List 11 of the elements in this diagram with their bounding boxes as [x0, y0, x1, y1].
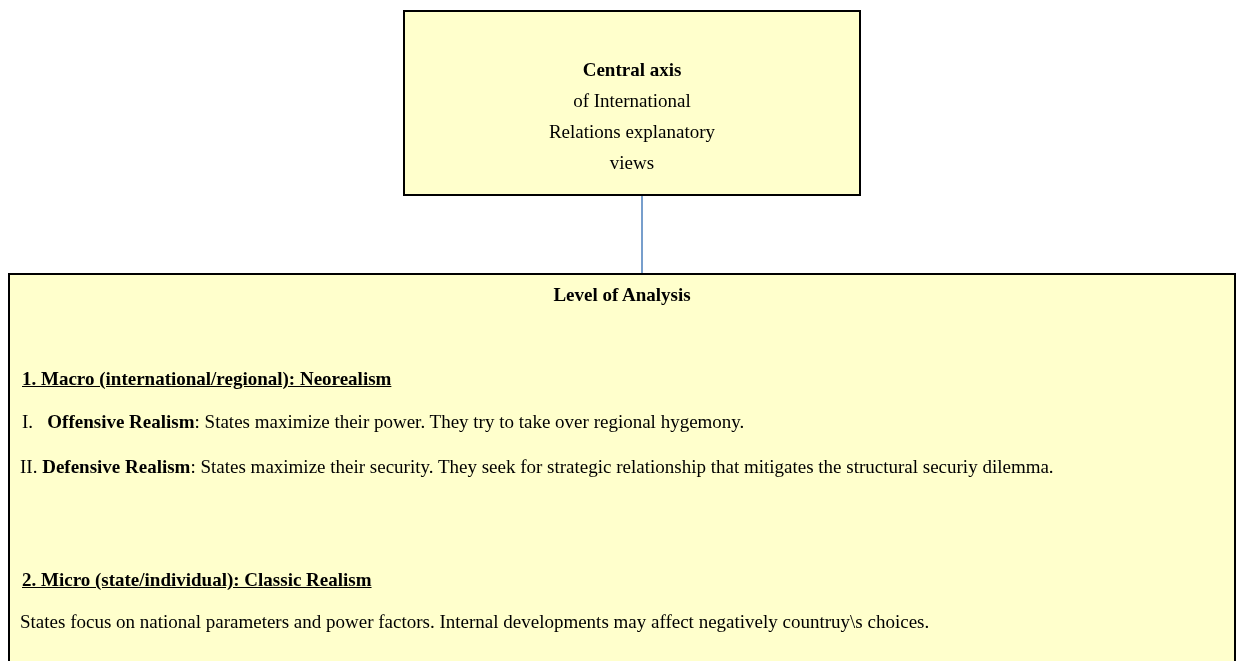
connector-line [641, 195, 643, 274]
text-box [8, 273, 1236, 661]
node-heading: Central axis [581, 58, 683, 82]
section-heading: Level of Analysis [552, 283, 692, 307]
paragraph-text: I. Offensive Realism: States maximize their power. They try to take over regional hygemony. [22, 410, 746, 434]
paragraph-text: II. Defensive Realism: States maximize their security. They seek for strategic relationship that mitigates the structural securiy dilemma. [19, 455, 1055, 479]
text-box [403, 10, 861, 196]
paragraph-text: States focus on national parameters and power factors. Internal developments may affect negatively countruy\s choices. [19, 610, 931, 634]
subsection-heading: 1. Macro (international/regional): Neorealism [22, 368, 392, 389]
subsection-heading: 2. Micro (state/individual): Classic Realism [22, 569, 372, 590]
node-text: of International Relations explanatory views [547, 89, 717, 175]
